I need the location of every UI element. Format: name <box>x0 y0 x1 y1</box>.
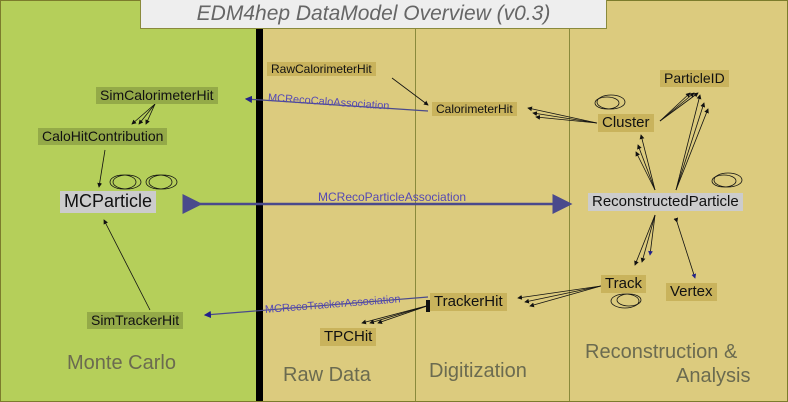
divider-reconstruction <box>569 29 570 402</box>
region-analysis: Analysis <box>676 365 751 387</box>
arrow-simtracker-mcparticle <box>103 219 151 311</box>
node-cluster[interactable]: Cluster <box>598 114 654 132</box>
arrow-reco-track-blue <box>648 214 656 256</box>
node-tracker-hit[interactable]: TrackerHit <box>430 293 507 311</box>
node-tpc-hit[interactable]: TPCHit <box>320 328 377 346</box>
mc-boundary-bar <box>256 29 263 402</box>
node-raw-calorimeter-hit[interactable]: RawCalorimeterHit <box>267 62 376 77</box>
self-loops <box>109 94 743 309</box>
region-monte-carlo: Monte Carlo <box>67 352 176 374</box>
node-mc-particle[interactable]: MCParticle <box>60 191 157 213</box>
calo-association-line <box>244 95 429 112</box>
node-sim-calorimeter-hit[interactable]: SimCalorimeterHit <box>96 87 218 104</box>
node-sim-tracker-hit[interactable]: SimTrackerHit <box>87 312 184 329</box>
arrow-cluster-calohit <box>527 106 598 124</box>
arrow-reco-vertex <box>673 217 697 279</box>
diagram-title: EDM4hep DataModel Overview (v0.3) <box>140 0 607 29</box>
node-calorimeter-hit[interactable]: CalorimeterHit <box>432 102 517 117</box>
divider-digitization <box>415 29 416 402</box>
node-particle-id[interactable]: ParticleID <box>660 70 729 87</box>
node-track[interactable]: Track <box>601 275 646 293</box>
node-vertex[interactable]: Vertex <box>666 283 717 301</box>
arrow-track-trackerhit <box>517 285 602 300</box>
region-raw-data: Raw Data <box>283 364 371 386</box>
arrow-raw-calohit <box>391 77 429 106</box>
arrow-reco-track <box>634 214 656 266</box>
arrow-simcalo-contrib <box>131 103 156 125</box>
tracker-association-line <box>203 296 429 319</box>
label-particle-association: MCRecoParticleAssociation <box>318 190 467 204</box>
arrow-reco-pid <box>675 94 702 191</box>
node-calo-hit-contribution[interactable]: CaloHitContribution <box>38 128 168 145</box>
arrow-cluster-pid <box>659 92 691 122</box>
arrow-contrib-mcparticle <box>97 149 106 188</box>
arrow-reco-cluster <box>639 134 656 191</box>
region-reconstruction: Reconstruction & <box>585 341 738 363</box>
region-digitization: Digitization <box>429 360 527 382</box>
node-reconstructed-particle[interactable]: ReconstructedParticle <box>588 193 743 211</box>
